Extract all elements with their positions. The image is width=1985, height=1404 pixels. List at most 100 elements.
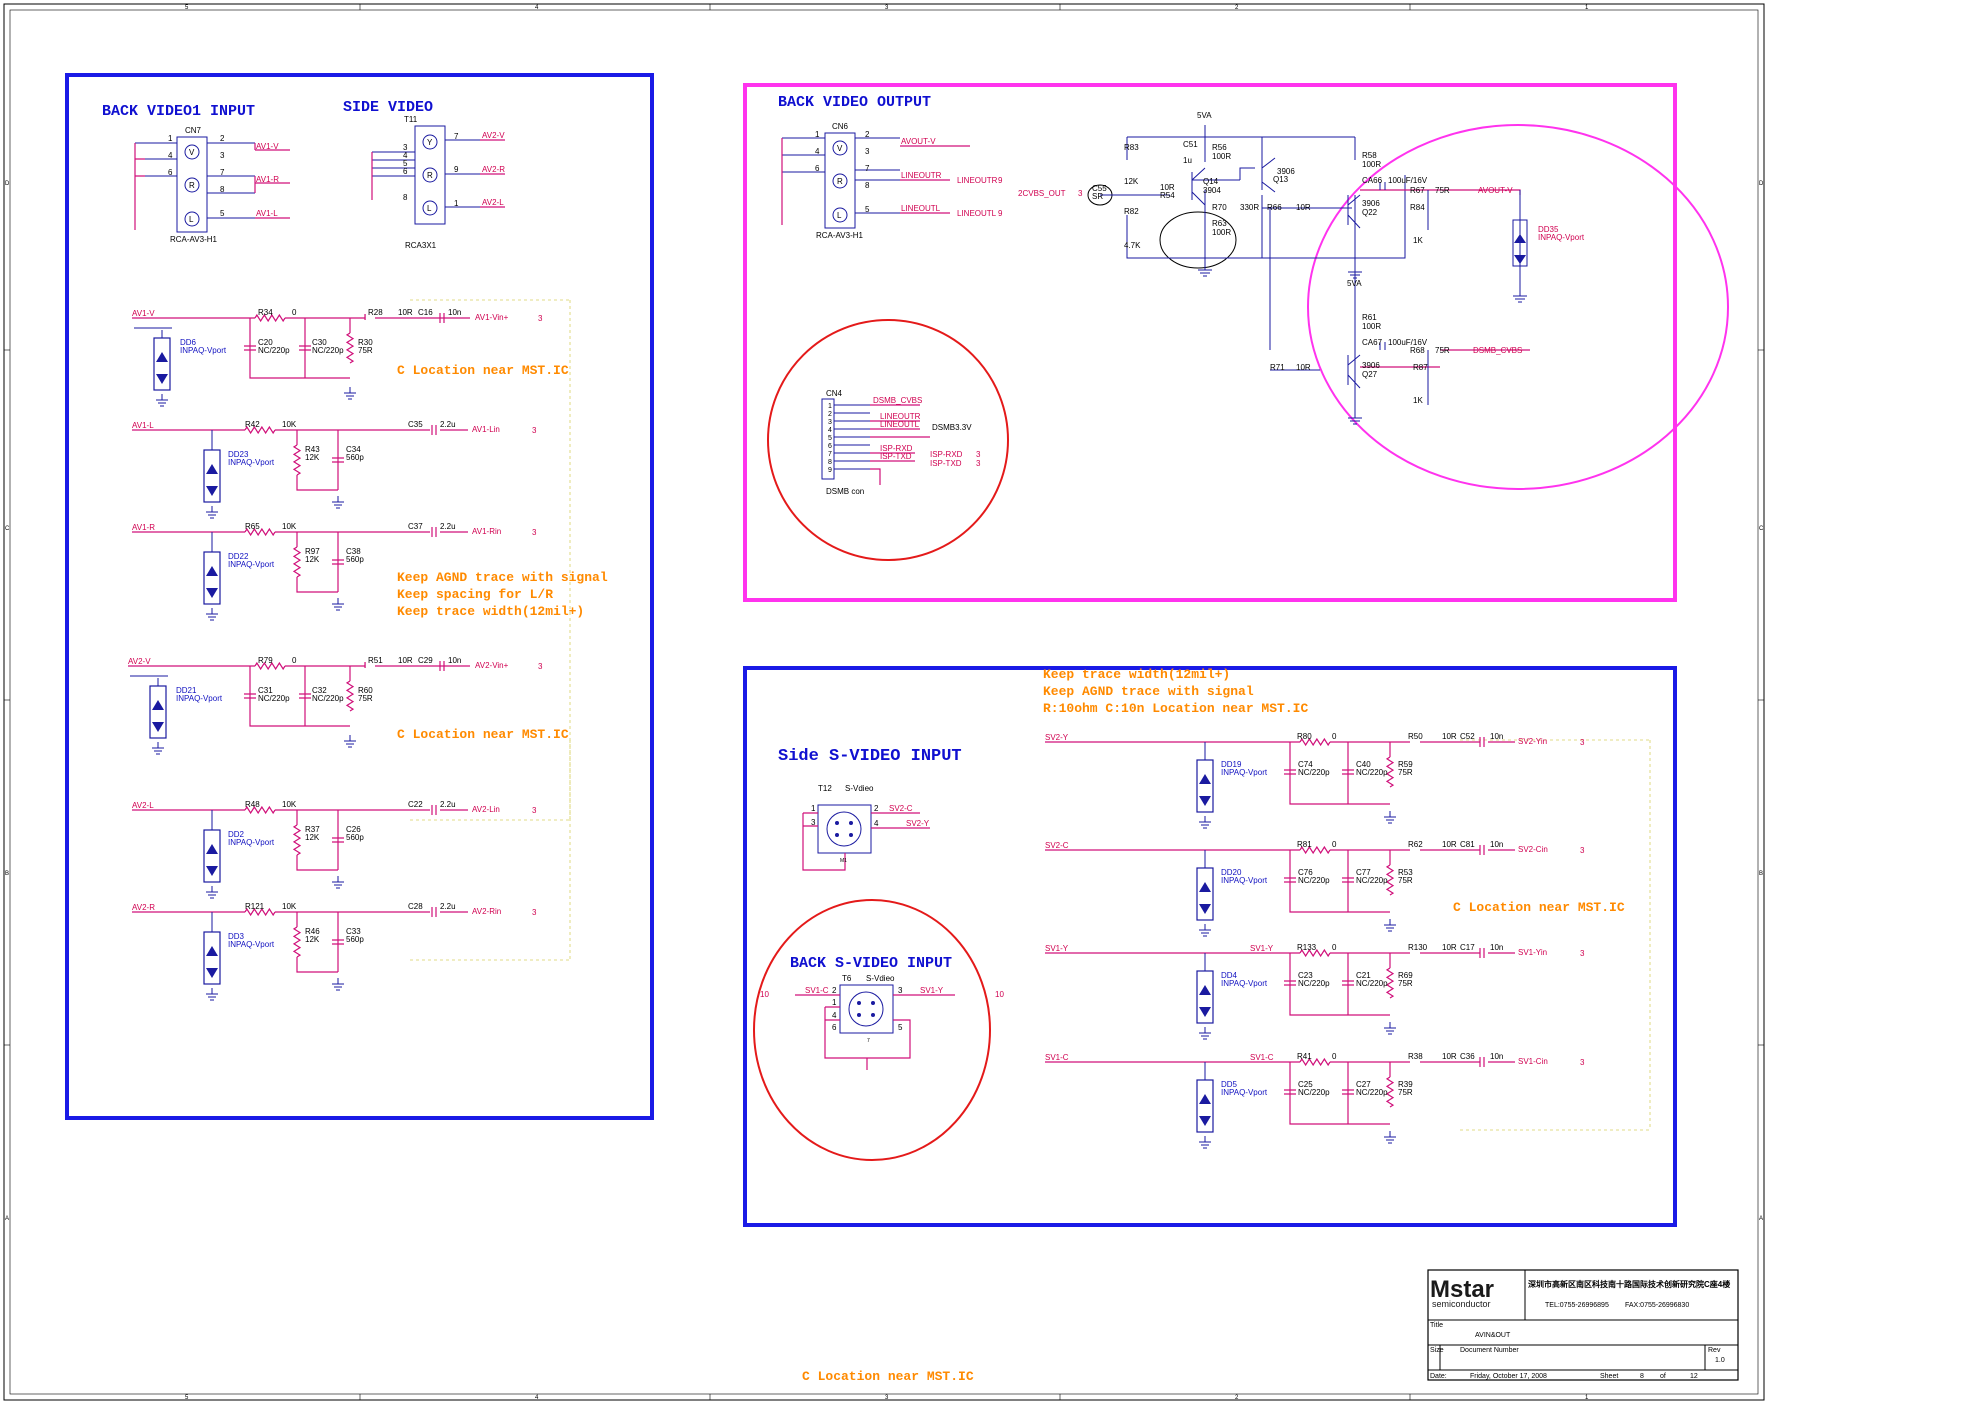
cn6-letter-l: L — [837, 211, 842, 220]
sheet-frame — [3, 3, 1765, 1401]
circle-output-driver — [1307, 124, 1729, 490]
circle-q14-emitter — [1159, 211, 1237, 269]
tvs-diode-symbol — [203, 449, 221, 503]
out-net: AV2-Vin+ — [475, 661, 509, 670]
cap2-value: NC/220p — [1356, 979, 1388, 988]
cn4-net-dsmb-cvbs: DSMB_CVBS — [873, 396, 922, 405]
resistor-symbol — [244, 425, 276, 435]
t6-pin-1: 1 — [832, 998, 837, 1007]
r3-value: 12K — [305, 555, 320, 564]
col-label-5: 5 — [185, 5, 189, 11]
t6-pin-2: 2 — [832, 986, 837, 995]
diode-ref: DD6 — [180, 338, 197, 347]
out-q13v: 3906 — [1277, 167, 1295, 176]
channel-net-label: AV2-L — [132, 801, 154, 810]
t12-pin-3: 3 — [811, 818, 816, 827]
r2-value: 10R — [1442, 1052, 1457, 1061]
out-sheet: 3 — [1580, 846, 1585, 855]
col-label-4b: 4 — [535, 1395, 539, 1401]
r3-ref: R46 — [305, 927, 320, 936]
diode-value: INPAQ-Vport — [176, 694, 223, 703]
out-r66: R66 — [1267, 203, 1282, 212]
out-r83: R83 — [1124, 143, 1139, 152]
diode-value: INPAQ-Vport — [1221, 768, 1268, 777]
t12-part: S-Vdieo — [845, 784, 874, 793]
channel-net-label: SV1-Y — [1045, 944, 1069, 953]
r3-ref: R60 — [358, 686, 373, 695]
connector-cn4: CN4 1 2 3 4 5 6 7 8 9 DSMB_CVBS LINEOUTR… — [821, 389, 981, 496]
out-c55: C55 — [1092, 184, 1107, 193]
out-supply2: 5VA — [1347, 279, 1362, 288]
capacitor-symbol — [244, 345, 256, 351]
capacitor-symbol — [1479, 845, 1485, 855]
cap2-ref: C40 — [1356, 760, 1371, 769]
ground-symbol — [1199, 924, 1211, 937]
resistor-symbol — [292, 824, 302, 856]
out-sheet: 3 — [538, 662, 543, 671]
channel-net-label: SV1-C — [1045, 1053, 1069, 1062]
shunt-wires — [296, 532, 339, 593]
diode-triangle — [1199, 985, 1211, 1017]
r3-ref: R39 — [1398, 1080, 1413, 1089]
cn4-sheet-2: 3 — [976, 459, 981, 468]
diode-triangle — [1199, 1094, 1211, 1126]
c-ref: C36 — [1460, 1052, 1475, 1061]
row-label-d-r: D — [1759, 181, 1764, 187]
out-net-avout-v: AVOUT-V — [1478, 186, 1513, 195]
t11-letter-l: L — [427, 204, 432, 213]
ground-symbol — [332, 978, 344, 991]
cn7-pin-6: 6 — [168, 168, 173, 177]
out-dd35: DD35 — [1538, 225, 1559, 234]
t11-pin-5: 5 — [403, 159, 408, 168]
r1-ref: R41 — [1297, 1052, 1312, 1061]
r2-ref: R38 — [1408, 1052, 1423, 1061]
capacitor-symbol — [299, 693, 311, 699]
cn4-net-isp-rxd: ISP-RXD — [880, 444, 913, 453]
cn4-pin-4: 4 — [828, 427, 832, 434]
tvs-diode-symbol — [1196, 1079, 1214, 1133]
tb-title-label: Title — [1430, 1322, 1443, 1329]
tb-sheet: 8 — [1640, 1373, 1644, 1380]
out-r68: R68 — [1410, 346, 1425, 355]
note-keep-agnd-2: Keep AGND trace with signal — [1043, 684, 1254, 699]
r2-value: 10R — [398, 656, 413, 665]
out-sheet: 3 — [538, 314, 543, 323]
out-sheet: 3 — [1580, 738, 1585, 747]
tb-of-label: of — [1660, 1373, 1666, 1380]
c-value: 10n — [448, 656, 461, 665]
diode-ref: DD22 — [228, 552, 249, 561]
r3-ref: R53 — [1398, 868, 1413, 877]
out-r87v: 1K — [1413, 396, 1423, 405]
r1-value: 0 — [1332, 1052, 1337, 1061]
r1-ref: R80 — [1297, 732, 1312, 741]
cn4-pin-3: 3 — [828, 419, 832, 426]
channel-net-label: AV1-R — [132, 523, 155, 532]
shunt-wires — [1289, 742, 1391, 805]
r1-value: 0 — [292, 308, 297, 317]
capacitor-symbol — [1342, 769, 1354, 775]
out-ca66: CA66 — [1362, 176, 1383, 185]
r2-ref: R50 — [1408, 732, 1423, 741]
box-back-video1-input — [65, 73, 654, 1120]
cap1-ref: C23 — [1298, 971, 1313, 980]
col-label-3b: 3 — [885, 1395, 889, 1401]
c-ref: C17 — [1460, 943, 1475, 952]
cn6-pin-5: 5 — [865, 205, 870, 214]
channel-net-label: SV2-C — [1045, 841, 1069, 850]
c-value: 2.2u — [440, 800, 456, 809]
cap2-value: 560p — [346, 555, 364, 564]
cn6-net-avout-v: AVOUT-V — [901, 137, 936, 146]
t12-pin-4: 4 — [874, 819, 879, 828]
capacitor-symbol — [1284, 877, 1296, 883]
heading-back-svideo-input: BACK S-VIDEO INPUT — [790, 955, 952, 972]
resistor-symbol — [1385, 967, 1395, 999]
col-label-2b: 2 — [1235, 1395, 1239, 1401]
capacitor-symbol — [1479, 948, 1485, 958]
note-c-location-1: C Location near MST.IC — [397, 363, 569, 378]
cn4-pin-6: 6 — [828, 443, 832, 450]
ground-symbol — [1199, 816, 1211, 829]
out-r58: R58 — [1362, 151, 1377, 160]
cap2-ref: C30 — [312, 338, 327, 347]
diode-value: INPAQ-Vport — [1221, 979, 1268, 988]
